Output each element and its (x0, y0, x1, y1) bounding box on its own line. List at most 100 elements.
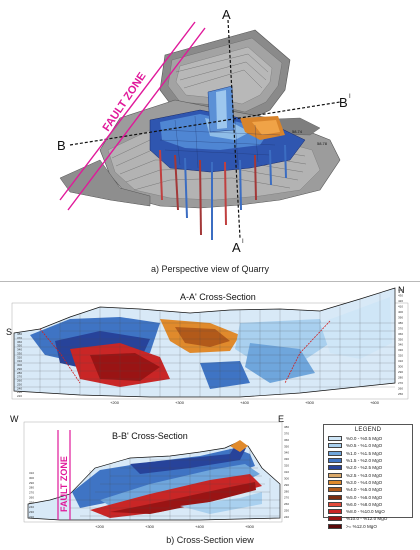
y-tick: 290 (17, 367, 22, 371)
y-tick: 370 (17, 336, 22, 340)
legend-item: %10.0 - %12.0 MgO (328, 515, 412, 522)
y-tick: 310 (29, 471, 34, 475)
legend-swatch (328, 501, 342, 507)
section-bb-y-ticks-right: 3803703603503403303203103002902802702602… (284, 425, 289, 519)
y-tick: 350 (398, 337, 403, 341)
y-tick: 290 (398, 370, 403, 374)
y-tick: 260 (284, 502, 289, 506)
legend-title: LEGEND (354, 427, 382, 433)
section-aa-x-ticks: +200 +300 +400 +500 +600 (110, 400, 380, 405)
y-tick: 350 (17, 344, 22, 348)
section-label-a-prime: A (232, 240, 241, 255)
y-tick: 260 (17, 379, 22, 383)
section-label-b: B (57, 138, 66, 153)
y-tick: 220 (17, 394, 22, 398)
legend-swatch (328, 458, 342, 464)
fault-zone-lines-bb (57, 430, 71, 520)
y-tick: 240 (29, 505, 34, 509)
legend-item: %1.0 - %1.5 MgO (328, 450, 412, 457)
y-tick: 250 (398, 392, 403, 396)
legend-item: %0.5 - %1.0 MgO (328, 442, 412, 449)
y-tick: 300 (17, 363, 22, 367)
x-tick: +400 (240, 400, 250, 405)
y-tick: 410 (398, 304, 403, 308)
section-line-bb (69, 101, 341, 146)
legend-label: %6.0 - %8.0 MgO (346, 501, 383, 507)
section-line-aa (227, 19, 241, 239)
caption-perspective: a) Perspective view of Quarry (150, 264, 270, 274)
y-tick: 360 (17, 340, 22, 344)
y-tick: 390 (398, 315, 403, 319)
legend-label: %2.5 - %3.0 MgO (346, 472, 383, 478)
y-tick: 300 (284, 476, 289, 480)
y-tick: 350 (284, 444, 289, 448)
bench-label-1: 58.74 (292, 129, 303, 134)
y-tick: 310 (284, 470, 289, 474)
fault-zone-lines (59, 21, 206, 211)
y-tick: 270 (398, 381, 403, 385)
bench-label-2: 58.78 (317, 141, 328, 146)
section-aa-left-label: S (6, 327, 12, 337)
legend-label: %0.5 - %1.0 MgO (346, 443, 383, 449)
y-tick: 250 (17, 382, 22, 386)
fault-zone-label-bb: FAULT ZONE (59, 456, 69, 512)
y-tick: 370 (398, 326, 403, 330)
y-tick: 290 (29, 481, 34, 485)
legend-item: %1.5 - %2.0 MgO (328, 457, 412, 464)
y-tick: 250 (284, 509, 289, 513)
perspective-view: A A I B B I FAULT ZONE 58.74 58.78 (57, 7, 351, 255)
y-tick: 370 (284, 431, 289, 435)
section-bb-right-label: E (278, 414, 284, 424)
section-aa-right-label: N (398, 285, 405, 295)
y-tick: 420 (398, 299, 403, 303)
y-tick: 320 (398, 354, 403, 358)
x-tick: +600 (370, 400, 380, 405)
y-tick: 280 (29, 486, 34, 490)
x-tick: +300 (175, 400, 185, 405)
section-label-b-prime: B (339, 95, 348, 110)
legend-label: %4.0 - %5.0 MgO (346, 487, 383, 493)
y-tick: 380 (398, 321, 403, 325)
y-tick: 380 (17, 332, 22, 336)
y-tick: 270 (284, 496, 289, 500)
legend-swatch (328, 436, 342, 442)
legend-item: %2.5 - %3.0 MgO (328, 471, 412, 478)
y-tick: 360 (284, 438, 289, 442)
y-tick: 270 (29, 491, 34, 495)
legend-item: %4.0 - %5.0 MgO (328, 486, 412, 493)
y-tick: 310 (17, 359, 22, 363)
y-tick: 300 (398, 365, 403, 369)
y-tick: 240 (17, 386, 22, 390)
x-tick: +500 (245, 524, 255, 529)
legend-label: %10.0 - %12.0 MgO (346, 516, 388, 522)
legend-swatch (328, 479, 342, 485)
section-bb-title: B-B' Cross-Section (112, 431, 188, 441)
legend-label: %2.0 - %2.5 MgO (346, 465, 383, 471)
y-tick: 400 (398, 310, 403, 314)
y-tick: 330 (284, 457, 289, 461)
y-tick: 310 (398, 359, 403, 363)
drill-holes (159, 144, 287, 240)
legend-label: %3.0 - %4.0 MgO (346, 479, 383, 485)
section-aa: A-A' Cross-Section S N +200 +300 +400 +5… (6, 285, 409, 405)
section-label-a: A (222, 7, 231, 22)
y-tick: 280 (17, 371, 22, 375)
legend-swatch (328, 487, 342, 493)
legend-item: %8.0 - %10.0 MgO (328, 508, 412, 515)
y-tick: 280 (398, 376, 403, 380)
section-label-b-prime-mark: I (349, 94, 351, 100)
y-tick: 430 (398, 293, 403, 297)
y-tick: 270 (17, 375, 22, 379)
y-tick: 250 (29, 500, 34, 504)
section-aa-title: A-A' Cross-Section (180, 292, 256, 302)
y-tick: 260 (29, 495, 34, 499)
section-aa-y-ticks-left: 3803703603503403303203103002902802702602… (17, 332, 22, 398)
legend-item: %0.0 - %0.5 MgO (328, 435, 412, 442)
section-label-a-prime-mark: I (242, 239, 244, 245)
legend-item: %6.0 - %8.0 MgO (328, 501, 412, 508)
y-tick: 330 (17, 351, 22, 355)
legend: LEGEND %0.0 - %0.5 MgO%0.5 - %1.0 MgO%1.… (323, 424, 413, 529)
x-tick: +500 (305, 400, 315, 405)
section-bb-left-label: W (10, 414, 19, 424)
